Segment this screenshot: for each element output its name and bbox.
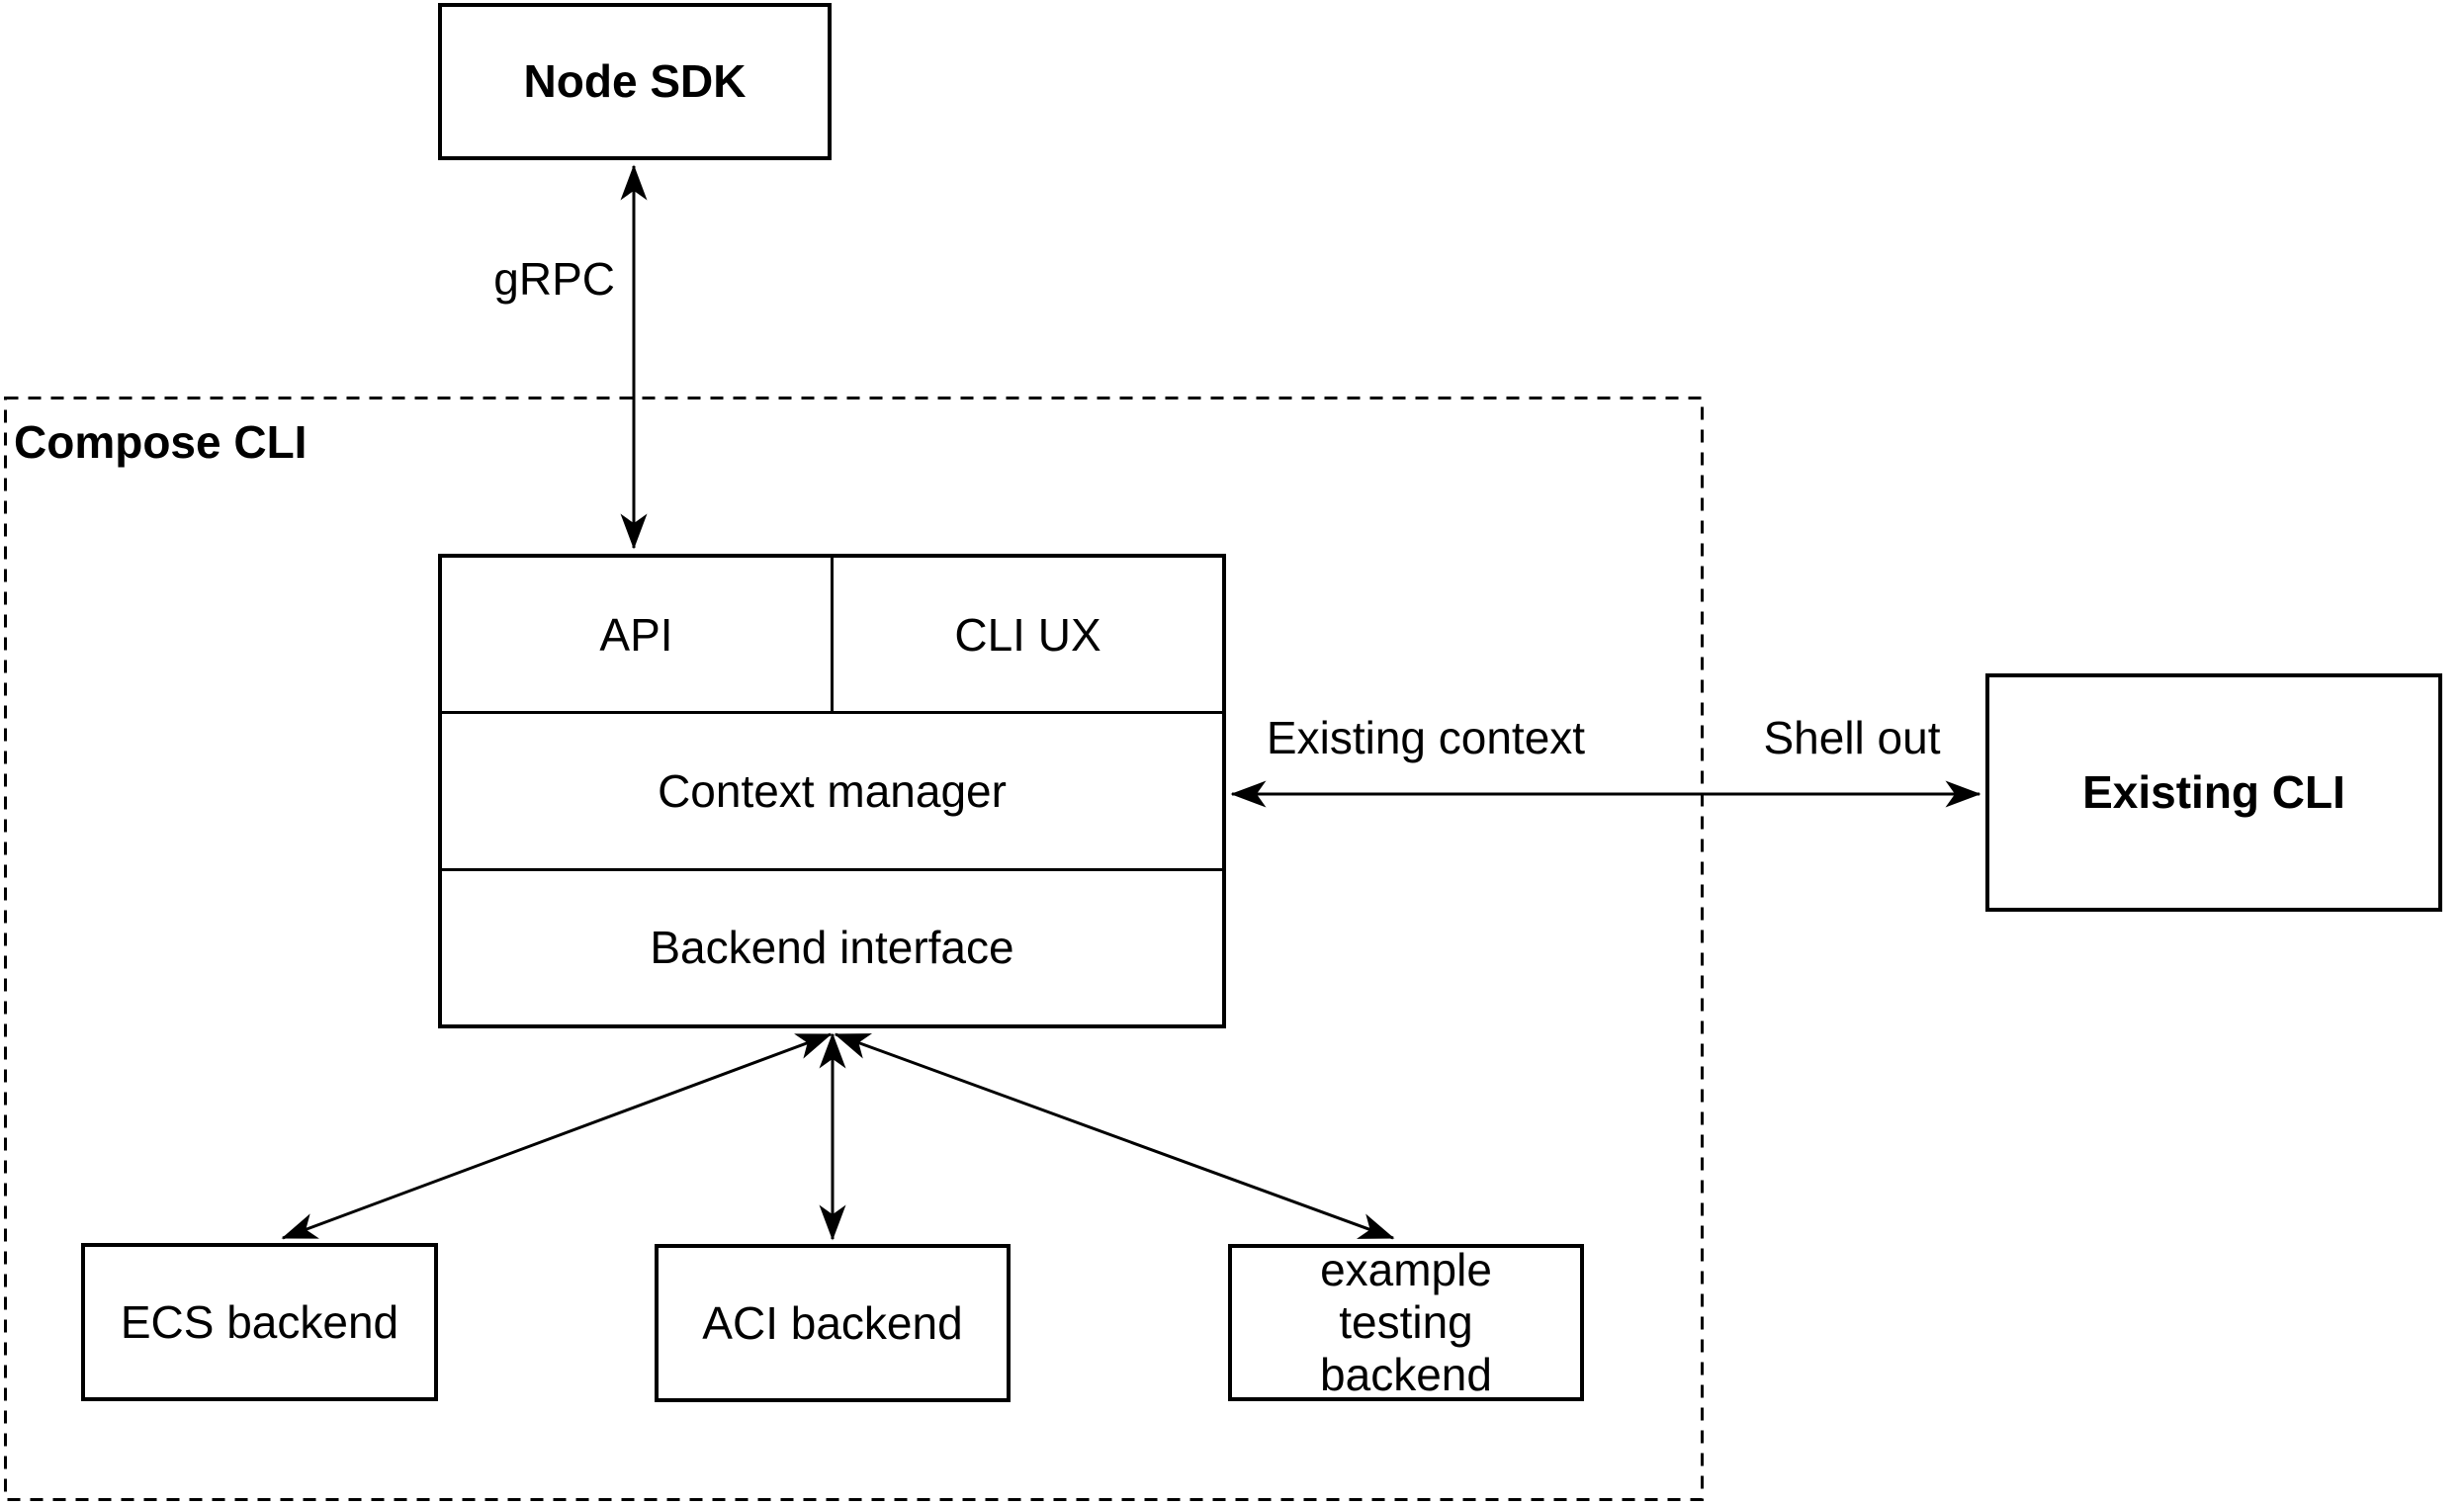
example-testing-backend-label: example testing backend — [1320, 1244, 1492, 1400]
api-cell: API — [442, 558, 834, 712]
existing-cli-box: Existing CLI — [1985, 673, 2442, 912]
context-manager-label: Context manager — [658, 764, 1007, 817]
compose-cli-stack-box: API CLI UX Context manager Backend inter… — [438, 554, 1226, 1028]
node-sdk-box: Node SDK — [438, 3, 832, 160]
example-backend-connector — [834, 1032, 1395, 1240]
existing-context-edge-label: Existing context — [1266, 712, 1586, 763]
backend-interface-cell: Backend interface — [442, 867, 1222, 1024]
ecs-backend-box: ECS backend — [81, 1243, 438, 1401]
ecs-backend-label: ECS backend — [120, 1295, 399, 1348]
cli-ux-cell: CLI UX — [834, 558, 1222, 711]
compose-cli-container-label: Compose CLI — [14, 416, 308, 468]
aci-backend-label: ACI backend — [702, 1296, 963, 1349]
shell-out-edge-label: Shell out — [1763, 712, 1941, 763]
node-sdk-label: Node SDK — [523, 55, 747, 108]
existing-cli-label: Existing CLI — [2082, 766, 2345, 819]
example-testing-backend-box: example testing backend — [1228, 1244, 1584, 1401]
grpc-edge-label: gRPC — [493, 253, 615, 305]
context-manager-cell: Context manager — [442, 711, 1222, 867]
ecs-backend-connector — [281, 1032, 833, 1240]
cli-ux-label: CLI UX — [954, 608, 1101, 661]
backend-interface-label: Backend interface — [650, 922, 1014, 974]
aci-backend-box: ACI backend — [655, 1244, 1011, 1402]
stack-top-row: API CLI UX — [442, 558, 1222, 712]
api-label: API — [599, 608, 673, 661]
